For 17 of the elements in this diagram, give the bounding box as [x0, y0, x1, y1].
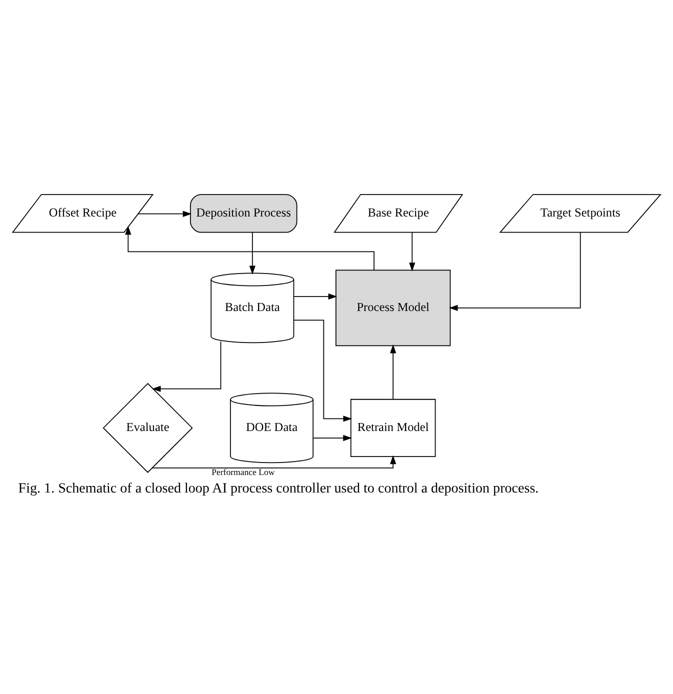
- arrow: [152, 454, 396, 468]
- arrow: [293, 292, 338, 300]
- arrow: [390, 344, 396, 400]
- arrow: [125, 225, 374, 270]
- arrow: [448, 232, 581, 311]
- arrow: [293, 319, 352, 422]
- node-diamond: Evaluate: [102, 382, 193, 472]
- arrow: [152, 340, 222, 392]
- arrow: [249, 232, 256, 274]
- arrow: [138, 210, 192, 216]
- caption: Fig. 1. Schematic of a closed loop AI process controller used to control a deposition process.: [18, 480, 539, 496]
- edge-label: Performance Low: [212, 466, 275, 476]
- node-box: Process Model: [336, 269, 451, 346]
- node-box: Retrain Model: [350, 398, 436, 456]
- node-box: Deposition Process: [190, 194, 298, 232]
- arrow: [409, 232, 416, 271]
- arrow: [312, 434, 352, 441]
